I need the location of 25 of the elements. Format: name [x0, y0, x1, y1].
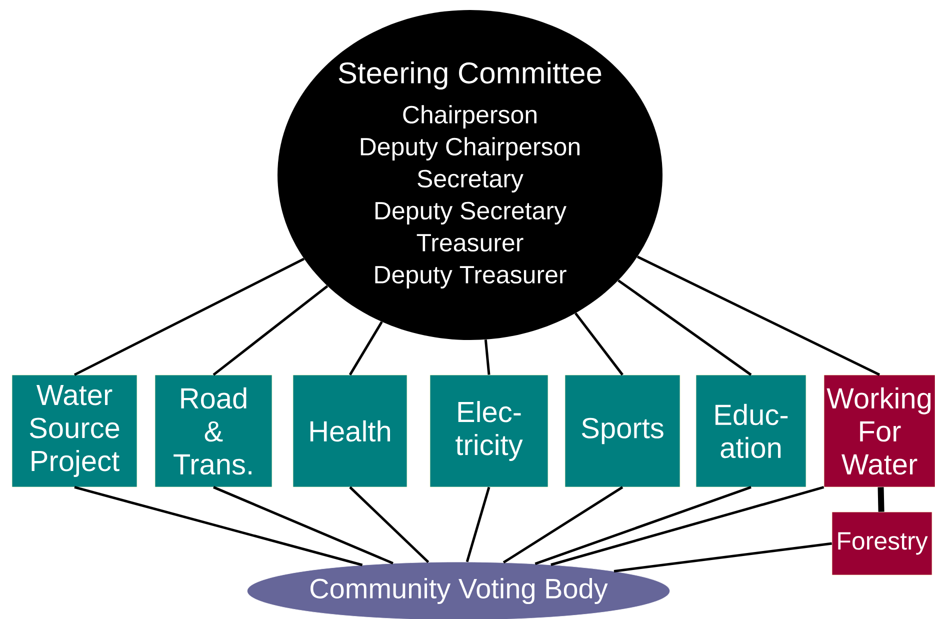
connector-line	[348, 321, 383, 376]
connector-line	[484, 340, 490, 375]
connector-line	[618, 279, 752, 376]
voting-body-oval: Community Voting Body	[247, 562, 670, 619]
connector-line	[878, 487, 884, 512]
connector-line	[213, 486, 394, 564]
group-box: Working For Water	[824, 374, 935, 488]
connector-line	[349, 486, 430, 564]
group-box: Forestry	[832, 512, 932, 576]
connector-line	[614, 542, 832, 572]
connector-line	[74, 258, 305, 376]
group-box: Sports	[564, 374, 680, 488]
connector-line	[534, 486, 752, 565]
connector-line	[466, 486, 490, 562]
group-box: Health	[292, 374, 408, 488]
connector-line	[636, 256, 880, 376]
group-box: Elec- tricity	[430, 374, 548, 488]
connector-line	[550, 486, 824, 566]
group-box: Educ- ation	[696, 374, 806, 488]
group-box: Water Source Project	[12, 374, 138, 488]
connector-line	[74, 486, 363, 566]
connector-line	[212, 285, 328, 376]
connector-line	[502, 486, 624, 564]
connector-line	[574, 312, 624, 376]
group-box: Road & Trans.	[154, 374, 272, 488]
